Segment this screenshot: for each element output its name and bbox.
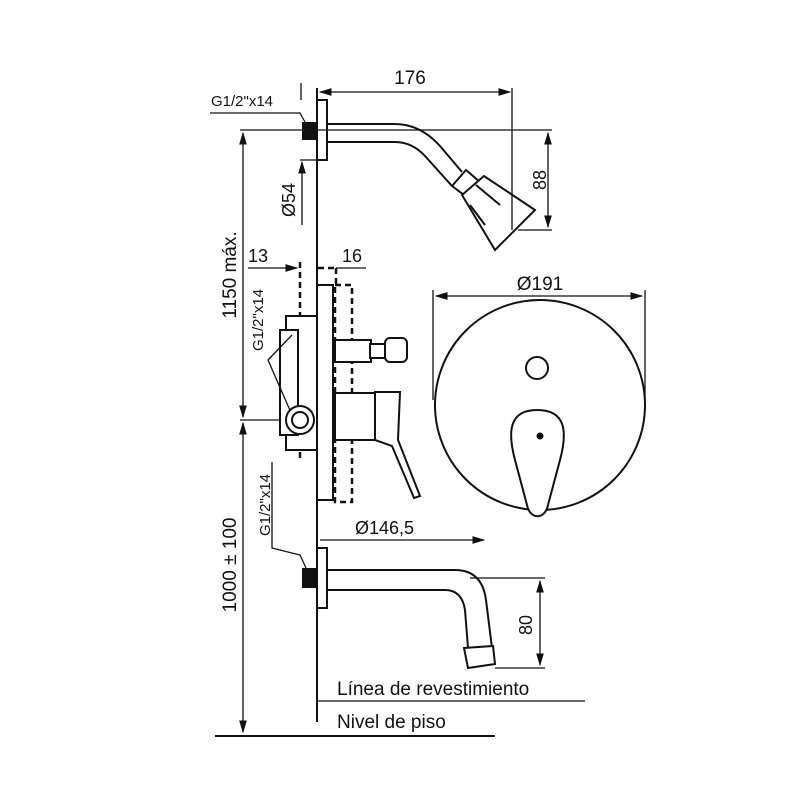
dim-flange-diameter: Ø54 bbox=[279, 183, 299, 217]
dim-thread-spout: G1/2"x14 bbox=[257, 474, 274, 536]
dim-spout-diameter: Ø146,5 bbox=[355, 518, 414, 538]
dim-thread-valve: G1/2"x14 bbox=[250, 289, 267, 351]
dim-height-spout: 1000 ± 100 bbox=[220, 518, 241, 613]
dim-offset-13: 13 bbox=[248, 246, 268, 266]
dim-arm-length: 176 bbox=[394, 68, 426, 89]
dim-offset-16: 16 bbox=[342, 246, 362, 266]
mixing-valve bbox=[267, 283, 422, 504]
label-floor-level: Nivel de piso bbox=[337, 712, 446, 733]
dim-spout-drop: 80 bbox=[516, 615, 536, 635]
shower-arm bbox=[302, 99, 537, 252]
label-finish-line: Línea de revestimiento bbox=[337, 679, 529, 700]
dim-height-max: 1150 máx. bbox=[220, 231, 241, 318]
spout bbox=[302, 547, 497, 670]
front-plate bbox=[434, 299, 646, 518]
dim-thread-top: G1/2"x14 bbox=[211, 93, 273, 110]
dim-head-drop: 88 bbox=[530, 170, 550, 190]
dim-plate-diameter: Ø191 bbox=[517, 274, 563, 295]
